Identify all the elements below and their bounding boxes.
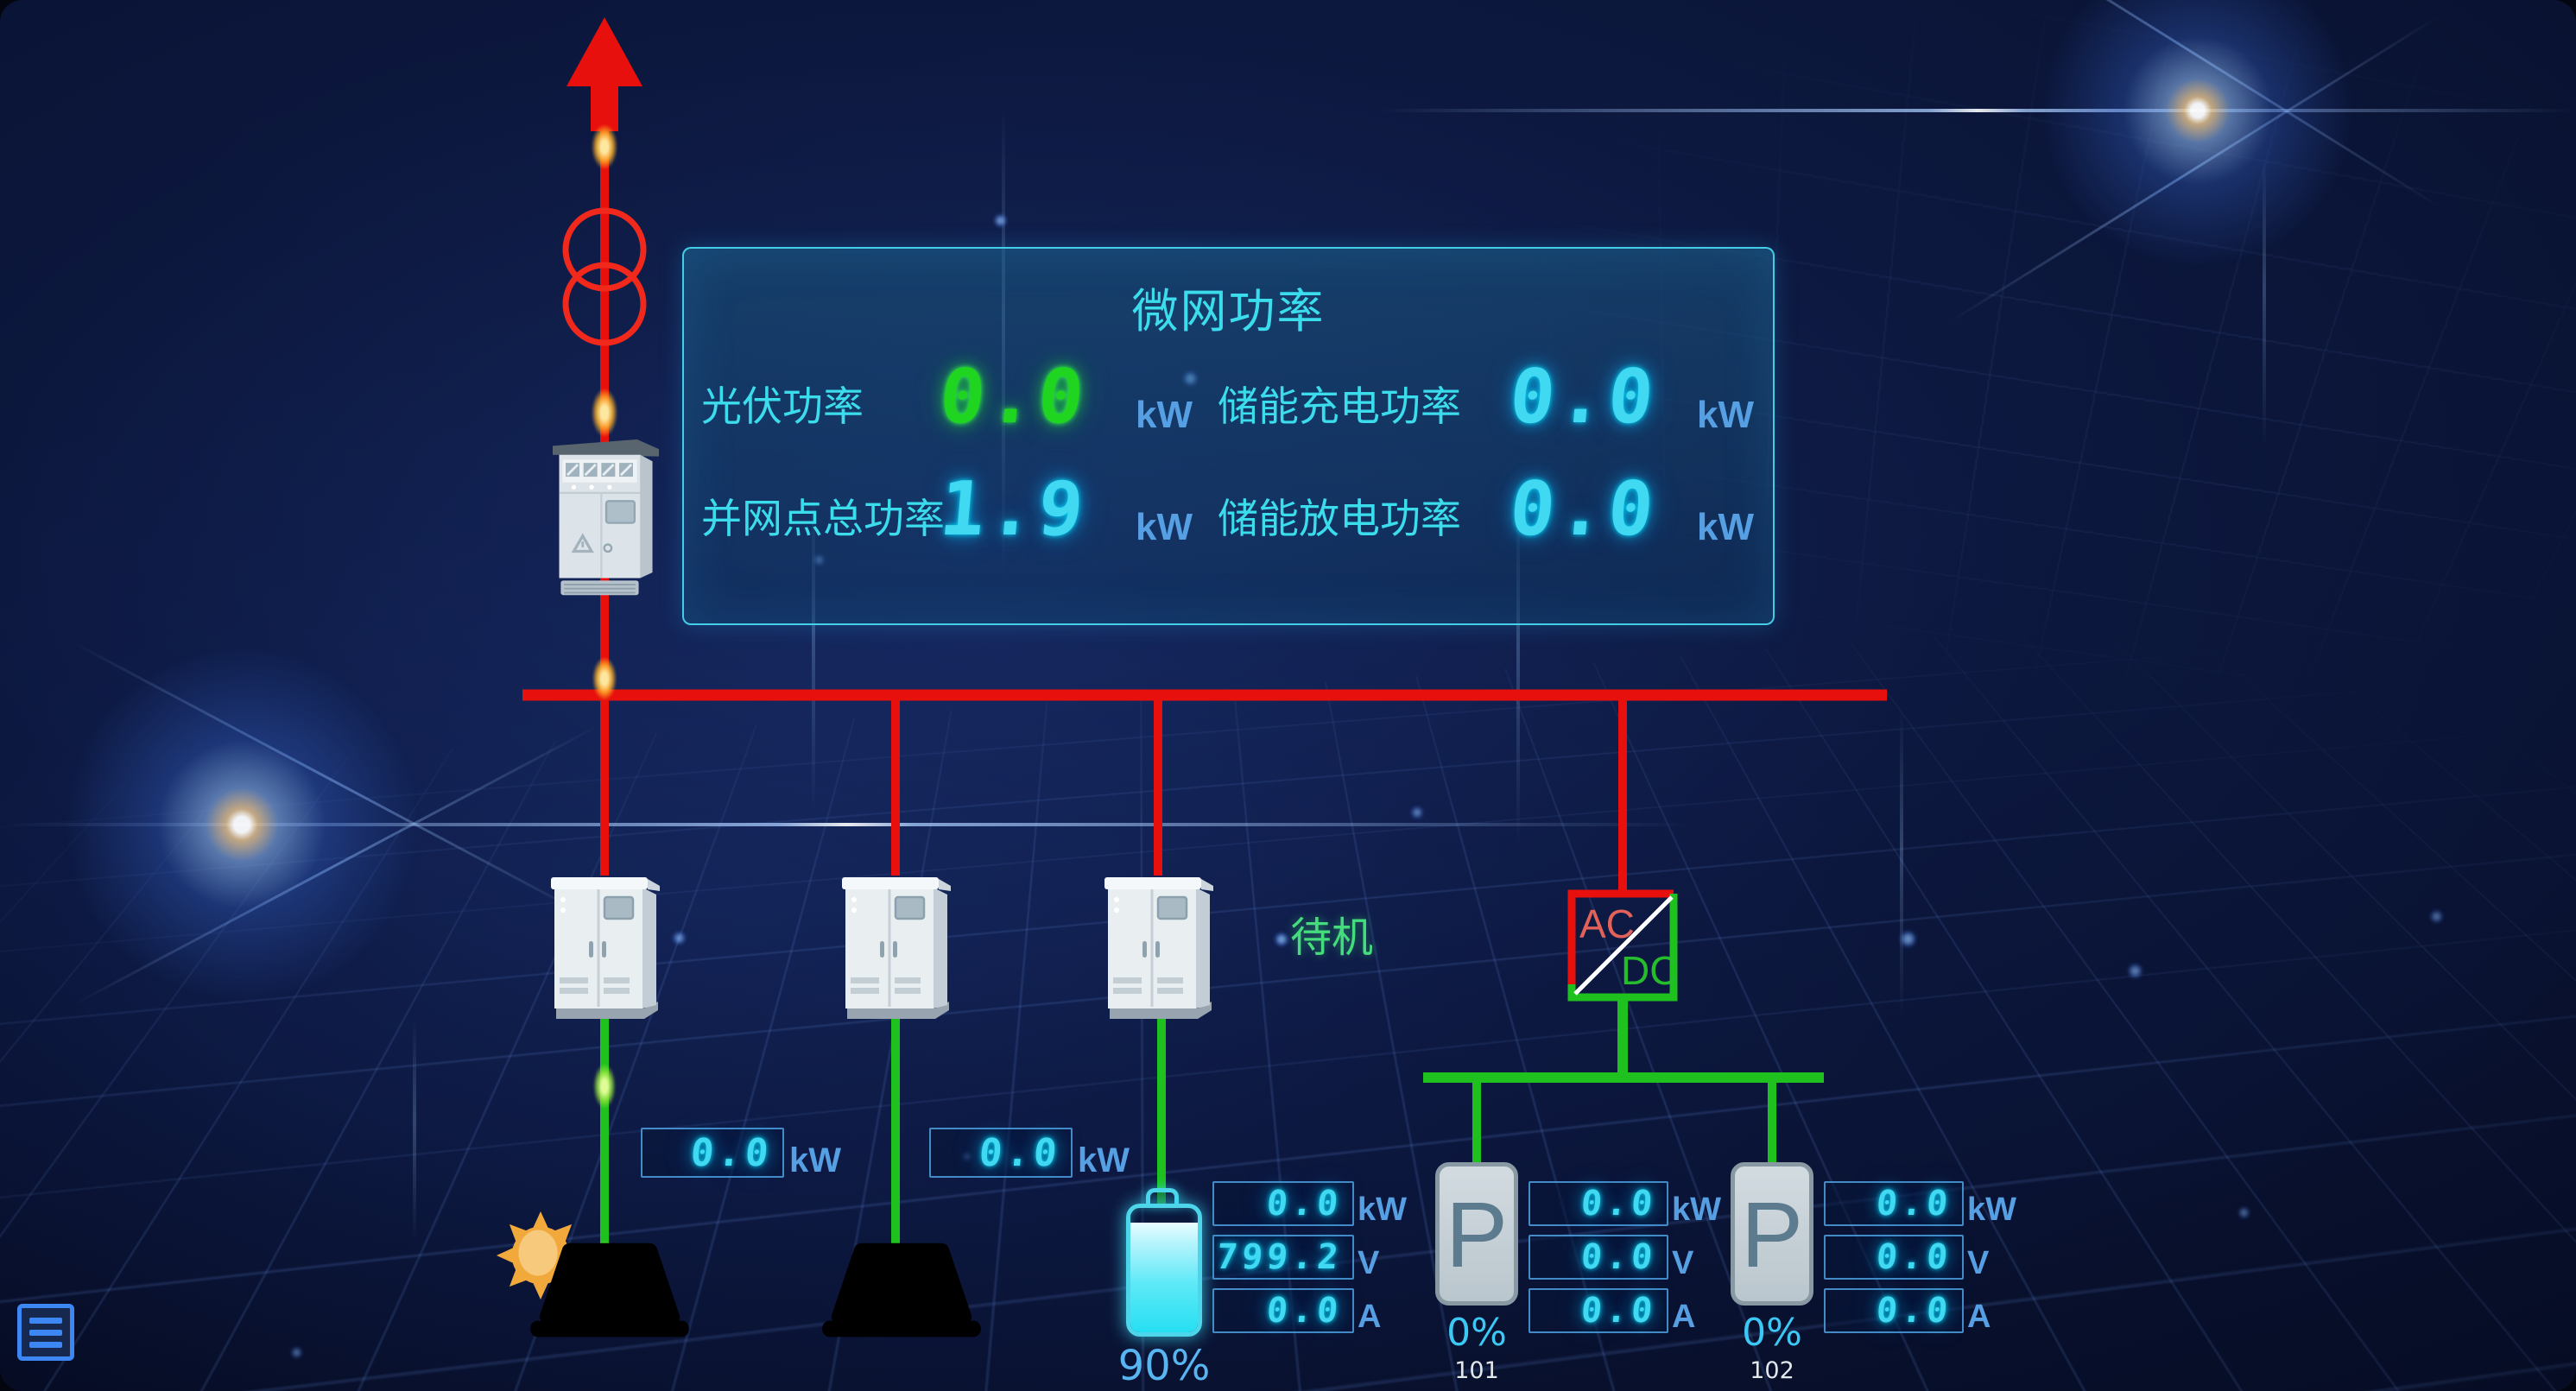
pcs-102-letter: P	[1740, 1181, 1804, 1287]
dc-label: DC	[1621, 948, 1678, 993]
status-standby-text: 待机	[1290, 914, 1374, 962]
glow-dot	[1275, 933, 1288, 946]
battery-kw-unit: kW	[1358, 1192, 1407, 1228]
dc-lines	[600, 1000, 1824, 1256]
pv2-power-unit: kW	[1078, 1141, 1130, 1179]
glow-dot	[2128, 964, 2142, 978]
pv1-power-unit: kW	[789, 1141, 841, 1179]
pcs-101-a-value: 0.0	[1579, 1291, 1659, 1331]
glow-dot	[1900, 931, 1916, 947]
storage-discharge-label: 储能放电功率	[1218, 496, 1461, 543]
pcs-101-icon[interactable]: P	[1435, 1162, 1518, 1306]
inverter-cabinet-1-icon[interactable]	[549, 869, 663, 1029]
storage-discharge-value: 0.0	[1506, 466, 1661, 553]
glow-dot	[2238, 1207, 2250, 1218]
pv-power-label: 光伏功率	[701, 383, 864, 431]
pcs-102-a-display: 0.0	[1824, 1288, 1964, 1333]
battery-v-value: 799.2	[1214, 1237, 1345, 1277]
grid-point-total-label: 并网点总功率	[701, 496, 945, 543]
glow-dot	[813, 554, 825, 566]
storage-discharge-unit: kW	[1697, 506, 1754, 548]
pv1-power-display: 0.0	[641, 1128, 784, 1178]
light-beam	[413, 1019, 416, 1243]
battery-cap	[1146, 1188, 1179, 1205]
light-beam	[1516, 484, 1520, 846]
menu-icon	[29, 1317, 62, 1324]
battery-a-value: 0.0	[1264, 1291, 1345, 1331]
power-flow-particle	[593, 1064, 616, 1109]
glow-dot	[994, 214, 1007, 227]
microgrid-power-panel: 微网功率 光伏功率 0.0 kW 储能充电功率 0.0 kW 并网点总功率 1.…	[682, 247, 1775, 625]
ac-dc-converter-icon[interactable]: AC DC	[1567, 889, 1678, 1002]
battery-kw-value: 0.0	[1264, 1184, 1345, 1223]
pcs-102-v-unit: V	[1967, 1245, 1990, 1281]
pcs-102-a-value: 0.0	[1874, 1291, 1954, 1331]
ac-label: AC	[1579, 901, 1635, 946]
battery-soc-label: 90%	[1117, 1342, 1211, 1390]
light-beam	[1900, 708, 1903, 1019]
pcs-102-id: 102	[1750, 1357, 1794, 1384]
pv2-power-display: 0.0	[929, 1128, 1073, 1178]
pcs-101-a-display: 0.0	[1529, 1288, 1668, 1333]
pcs-101-v-unit: V	[1672, 1245, 1694, 1281]
panel-title: 微网功率	[1131, 284, 1326, 338]
storage-charge-value: 0.0	[1506, 354, 1661, 440]
pcs-101-kw-value: 0.0	[1579, 1184, 1659, 1223]
battery-fill-level	[1130, 1223, 1198, 1332]
pcs-102-a-unit: A	[1967, 1299, 1991, 1335]
pcs-102-v-display: 0.0	[1824, 1235, 1964, 1280]
menu-button[interactable]	[17, 1304, 74, 1361]
pv-power-unit: kW	[1136, 394, 1193, 436]
glow-dot	[1411, 806, 1423, 819]
battery-v-display: 799.2	[1212, 1235, 1354, 1280]
power-flow-particle	[592, 389, 617, 437]
light-beam	[1002, 104, 1005, 587]
pcs-102-kw-unit: kW	[1967, 1192, 2016, 1228]
inverter-cabinet-3-icon[interactable]	[1103, 869, 1217, 1029]
pcs-101-v-value: 0.0	[1579, 1237, 1659, 1277]
inverter-cabinet-2-icon[interactable]	[840, 869, 954, 1029]
storage-charge-label: 储能充电功率	[1218, 383, 1461, 431]
transformer-cabinet-icon[interactable]	[553, 428, 660, 608]
glow-dot	[1183, 371, 1198, 386]
pcs-102-soc: 0%	[1742, 1311, 1802, 1355]
battery-a-unit: A	[1358, 1299, 1382, 1335]
pv1-power-value: 0.0	[688, 1130, 775, 1175]
solar-panel-1-icon[interactable]: .b1 .solar-base{fill:#5a5ecb;} .b1 .sola…	[528, 1240, 691, 1342]
pcs-102-kw-value: 0.0	[1874, 1184, 1954, 1223]
battery-kw-display: 0.0	[1212, 1181, 1354, 1226]
power-flow-particle	[592, 124, 617, 169]
power-flow-particle	[592, 657, 617, 700]
battery-a-display: 0.0	[1212, 1288, 1354, 1333]
pcs-101-id: 101	[1454, 1357, 1499, 1384]
pv-power-value: 0.0	[936, 354, 1092, 440]
glow-dot	[291, 1347, 302, 1358]
battery-v-unit: V	[1358, 1245, 1380, 1281]
light-beam	[2263, 155, 2266, 449]
glow-dot	[2430, 910, 2443, 923]
grid-point-total-value: 1.9	[936, 466, 1092, 553]
solar-panel-2-icon[interactable]: .w1 .solar-base{fill:#98a2ab;} .w1 .sola…	[820, 1240, 983, 1342]
glow-dot	[673, 932, 686, 945]
pcs-101-a-unit: A	[1672, 1299, 1696, 1335]
battery-icon[interactable]	[1126, 1204, 1202, 1337]
pcs-101-kw-unit: kW	[1672, 1192, 1721, 1228]
pcs-101-letter: P	[1445, 1181, 1509, 1287]
pcs-102-kw-display: 0.0	[1824, 1181, 1964, 1226]
light-beam	[812, 484, 815, 812]
pcs-102-v-value: 0.0	[1874, 1237, 1954, 1277]
grid-export-arrow-icon	[566, 17, 642, 131]
grid-point-total-unit: kW	[1136, 506, 1193, 548]
pv2-power-value: 0.0	[977, 1130, 1063, 1175]
storage-charge-unit: kW	[1697, 394, 1754, 436]
pcs-101-v-display: 0.0	[1529, 1235, 1668, 1280]
transformer-icon[interactable]	[562, 207, 647, 346]
pcs-102-icon[interactable]: P	[1731, 1162, 1813, 1306]
pcs-101-kw-display: 0.0	[1529, 1181, 1668, 1226]
pcs-101-soc: 0%	[1446, 1311, 1507, 1355]
